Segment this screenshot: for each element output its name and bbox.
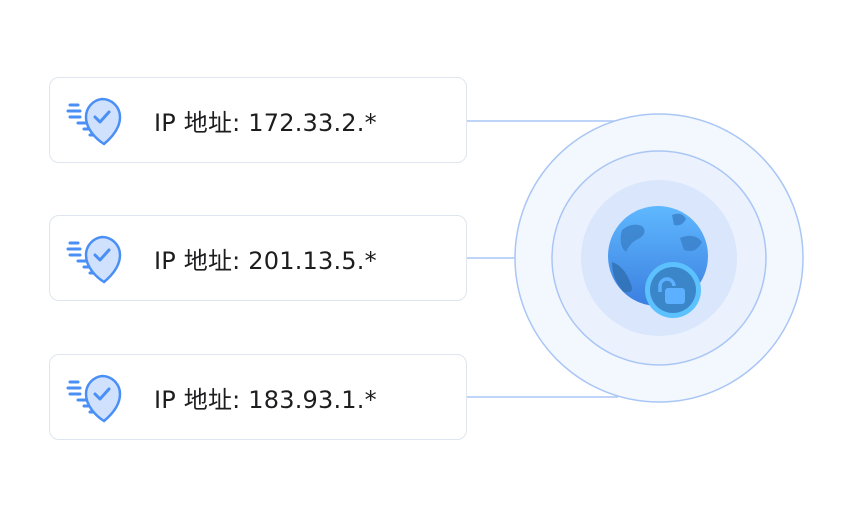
ip-address-label: IP 地址: 183.93.1.*: [154, 385, 377, 414]
ip-address-label: IP 地址: 201.13.5.*: [154, 246, 377, 275]
shield-pin-check-icon: [66, 235, 122, 284]
ip-card: IP 地址: 201.13.5.*: [49, 215, 467, 301]
ip-card: IP 地址: 183.93.1.*: [49, 354, 467, 440]
ip-address-label: IP 地址: 172.33.2.*: [154, 108, 377, 137]
ip-card: IP 地址: 172.33.2.*: [49, 77, 467, 163]
shield-pin-check-icon: [66, 374, 122, 423]
shield-pin-check-icon: [66, 97, 122, 146]
globe-unlock-icon: [608, 206, 708, 318]
